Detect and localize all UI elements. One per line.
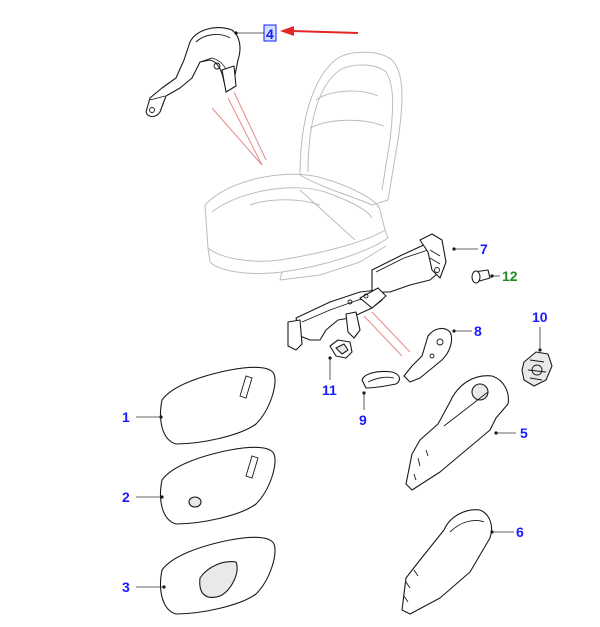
- callout-6[interactable]: 6: [516, 524, 524, 540]
- callout-4-highlight-box: [263, 24, 277, 42]
- part-6-side-shield: [401, 509, 493, 615]
- callout-12[interactable]: 12: [502, 268, 518, 284]
- callout-7[interactable]: 7: [480, 241, 488, 257]
- callout-labels: 1 2 3 4 5 6 7 8 9 10 11 12: [122, 26, 548, 595]
- callout-10[interactable]: 10: [532, 309, 548, 325]
- callout-1[interactable]: 1: [122, 409, 130, 425]
- seat-track-mechanism: [287, 233, 447, 351]
- part-8-link: [403, 327, 453, 383]
- highlight-arrow: [280, 26, 359, 36]
- part-3-switch-cover: [159, 536, 276, 615]
- mechanism-location-lines: [363, 311, 411, 357]
- callout-leaders: [136, 31, 542, 589]
- part-5-side-shield: [405, 375, 509, 491]
- part-10-knob: [521, 351, 553, 387]
- callout-2[interactable]: 2: [122, 489, 130, 505]
- part-2-switch-cover: [159, 446, 276, 525]
- seat-silhouette: [204, 51, 403, 281]
- callout-11[interactable]: 11: [322, 382, 337, 398]
- callout-8[interactable]: 8: [474, 323, 482, 339]
- callout-3[interactable]: 3: [122, 579, 130, 595]
- part-9-lever-handle: [361, 370, 401, 389]
- part-4-recliner-cover: [145, 27, 241, 118]
- part-12-bolt: [471, 269, 491, 284]
- part-1-switch-cover: [159, 366, 276, 445]
- part-4-location-lines: [211, 91, 267, 166]
- callout-5[interactable]: 5: [520, 425, 528, 441]
- part-11-clip: [329, 339, 353, 359]
- callout-4[interactable]: 4: [266, 26, 274, 42]
- callout-9[interactable]: 9: [359, 412, 367, 428]
